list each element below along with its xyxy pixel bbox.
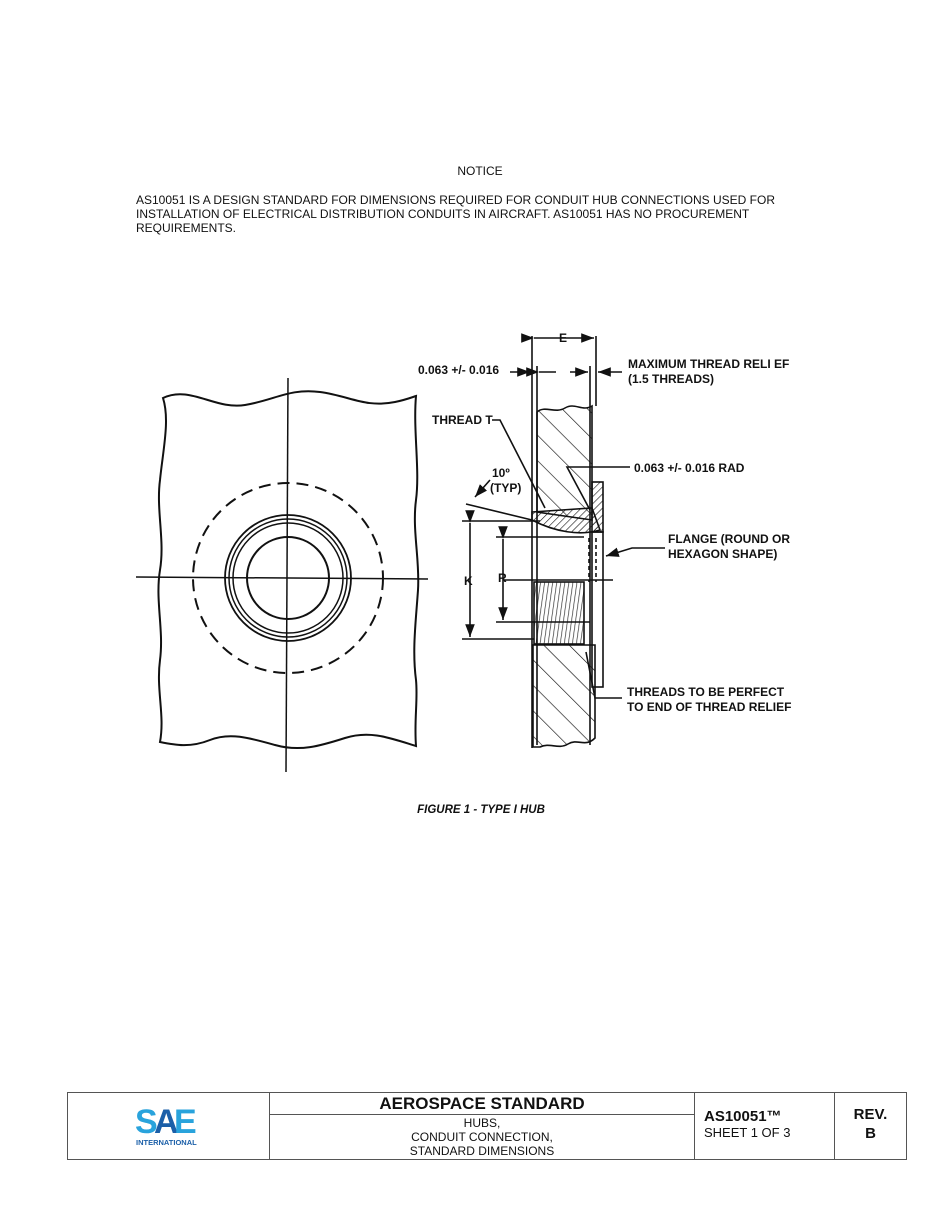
threads-perfect-leader: [585, 651, 622, 699]
svg-text:INTERNATIONAL: INTERNATIONAL: [136, 1138, 197, 1147]
front-view: [135, 377, 429, 773]
flange-leader: [605, 547, 665, 557]
sheet-number: SHEET 1 OF 3: [704, 1125, 791, 1140]
angle-label-2: (TYP): [490, 481, 521, 495]
rev-label: REV.: [853, 1106, 888, 1123]
standard-subtitle: HUBS, CONDUIT CONNECTION, STANDARD DIMEN…: [270, 1115, 694, 1158]
subtitle-line: STANDARD DIMENSIONS: [409, 1144, 555, 1158]
dim-r-label: R: [498, 571, 507, 585]
thread-t-leader: [492, 419, 546, 509]
svg-text:E: E: [174, 1104, 197, 1141]
notice-title: NOTICE: [457, 164, 503, 178]
thread-t-label: THREAD T: [432, 413, 493, 427]
standard-heading: AEROSPACE STANDARD: [270, 1093, 694, 1115]
threads-perfect-label-2: TO END OF THREAD RELIEF: [627, 700, 791, 714]
angle-leader: [474, 479, 491, 498]
dim-k-label: K: [464, 574, 473, 588]
subtitle-line: HUBS,: [463, 1116, 501, 1130]
dim-e-label: E: [559, 331, 567, 345]
notice-body: AS10051 IS A DESIGN STANDARD FOR DIMENSI…: [136, 193, 775, 235]
rev-value: B: [865, 1125, 876, 1142]
max-relief-label-1: MAXIMUM THREAD RELI EF: [628, 357, 789, 371]
rad-label: 0.063 +/- 0.016 RAD: [634, 461, 745, 475]
title-block: S A E INTERNATIONAL AEROSPACE STANDARD H…: [67, 1092, 907, 1160]
max-relief-label-2: (1.5 THREADS): [628, 372, 714, 386]
vertical-centerline: [285, 377, 289, 773]
flange-body: [591, 531, 604, 688]
lower-wall-section: [532, 644, 596, 748]
internal-threads: [533, 581, 585, 645]
sae-international-logo: S A E INTERNATIONAL: [135, 1104, 197, 1147]
section-view: [462, 333, 665, 748]
title-cell: AEROSPACE STANDARD HUBS, CONDUIT CONNECT…: [270, 1093, 695, 1159]
subtitle-line: CONDUIT CONNECTION,: [411, 1130, 553, 1144]
flange-label-1: FLANGE (ROUND OR: [668, 532, 790, 546]
horizontal-centerline: [135, 576, 429, 580]
flange-label-2: HEXAGON SHAPE): [668, 547, 777, 561]
threads-perfect-label-1: THREADS TO BE PERFECT: [627, 685, 785, 699]
dim-063-label: 0.063 +/- 0.016: [418, 363, 499, 377]
doc-number-cell: AS10051™ SHEET 1 OF 3: [695, 1093, 835, 1159]
sae-logo-cell: S A E INTERNATIONAL: [68, 1093, 270, 1159]
doc-number: AS10051™: [704, 1108, 782, 1125]
figure-caption: FIGURE 1 - TYPE I HUB: [417, 804, 545, 816]
upper-wall-section: [536, 404, 593, 521]
flange-upper: [591, 481, 604, 533]
revision-cell: REV. B: [835, 1093, 906, 1159]
plate-outline: [157, 390, 420, 750]
rad-leader: [565, 466, 630, 511]
angle-label-1: 10º: [492, 466, 510, 480]
